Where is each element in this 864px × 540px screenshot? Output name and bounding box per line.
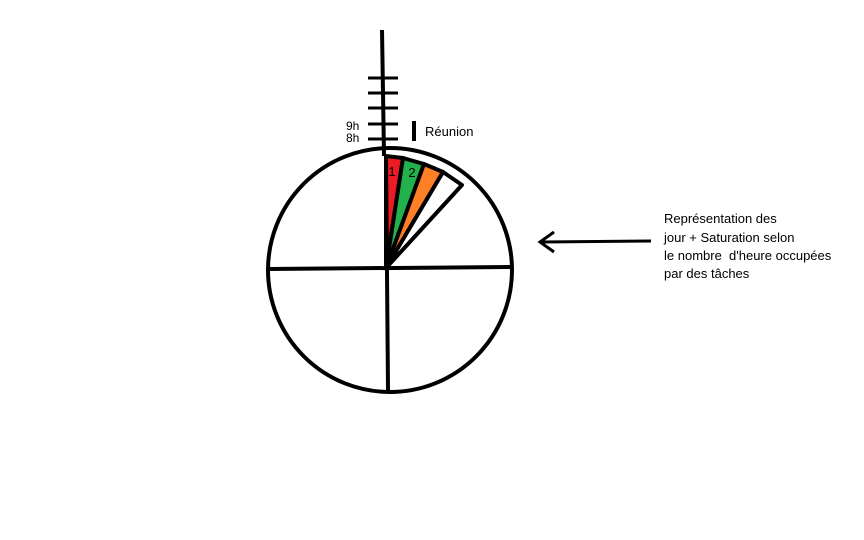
- sector-2-label: 2: [408, 165, 415, 180]
- meeting-label: Réunion: [425, 124, 473, 139]
- annotation-line-4: par des tâches: [664, 266, 750, 281]
- horizontal-axis: [267, 265, 511, 271]
- sector-4: [384, 170, 464, 270]
- time-axis-ticks: [368, 76, 398, 141]
- annotation-line-1: Représentation des: [664, 211, 777, 226]
- hour-label-8h: 8h: [346, 131, 359, 145]
- left-arrow-icon: [537, 230, 652, 254]
- vertical-axis: [384, 155, 390, 391]
- hour-label-9h: 9h: [346, 119, 359, 133]
- annotation-line-2: jour + Saturation selon: [663, 230, 794, 245]
- day-wheel-circle: [266, 146, 514, 394]
- annotation-text: Représentation des jour + Saturation sel…: [663, 211, 832, 281]
- sector-1-label: 1: [388, 164, 395, 179]
- annotation-line-3: le nombre d'heure occupées: [664, 248, 832, 263]
